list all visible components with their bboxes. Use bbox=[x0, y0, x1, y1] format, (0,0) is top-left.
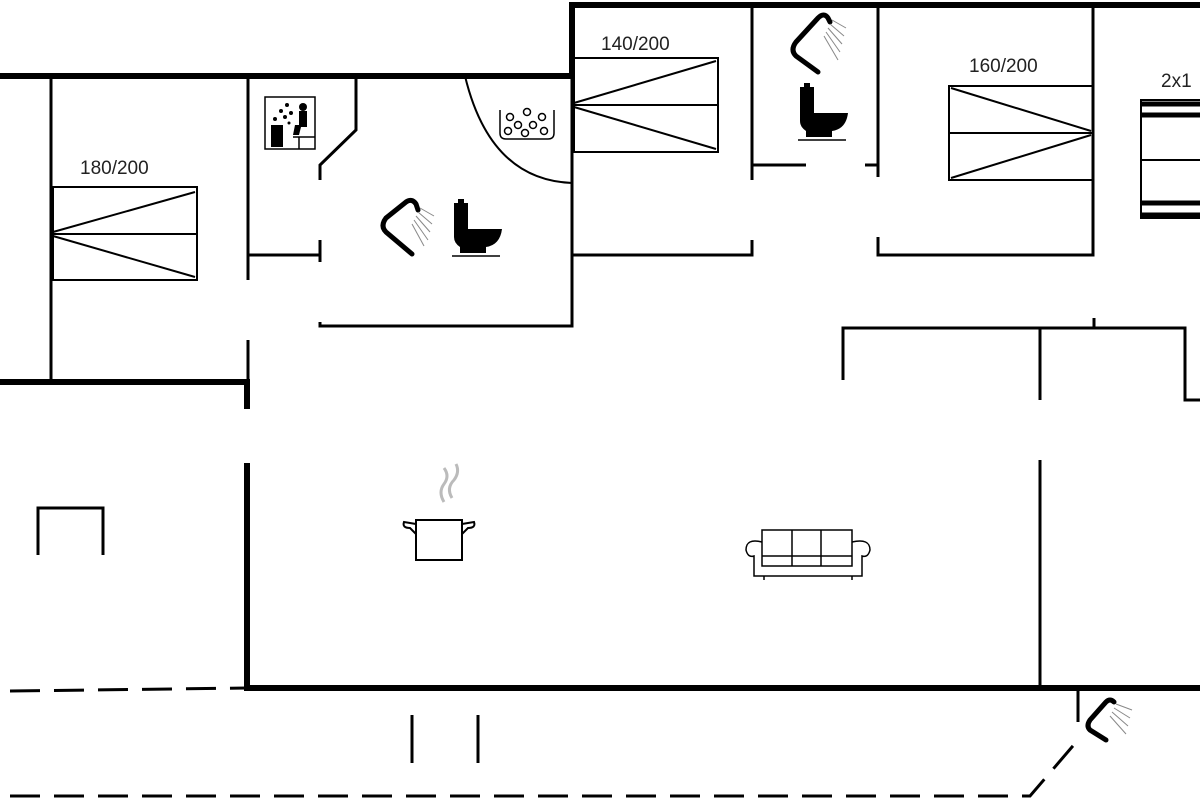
outdoor-shower-icon bbox=[1085, 697, 1133, 743]
shower-icon bbox=[790, 12, 847, 75]
bed-140-200 bbox=[573, 57, 719, 153]
kitchen-pot-icon bbox=[402, 463, 476, 561]
toilet-icon bbox=[798, 83, 848, 141]
sofa-icon bbox=[745, 529, 871, 580]
whirlpool-icon bbox=[499, 107, 555, 140]
bed-label-160-200: 160/200 bbox=[969, 56, 1038, 77]
toilet-icon bbox=[452, 199, 502, 257]
entrance-steps bbox=[410, 715, 480, 763]
bed-label-140-200: 140/200 bbox=[601, 34, 670, 55]
bed-label-2x1: 2x1 bbox=[1161, 71, 1192, 92]
whirlpool-arc bbox=[464, 75, 573, 184]
sauna-icon bbox=[264, 96, 316, 150]
shower-icon bbox=[380, 197, 435, 257]
terrace-outline bbox=[9, 686, 1080, 798]
bed-label-180-200: 180/200 bbox=[80, 158, 149, 179]
bed-180-200 bbox=[52, 186, 198, 281]
bunk-bed-2x1 bbox=[1140, 99, 1200, 219]
wardrobe-outline bbox=[36, 506, 105, 555]
bed-160-200 bbox=[948, 85, 1094, 181]
exterior-walls bbox=[0, 2, 1200, 691]
